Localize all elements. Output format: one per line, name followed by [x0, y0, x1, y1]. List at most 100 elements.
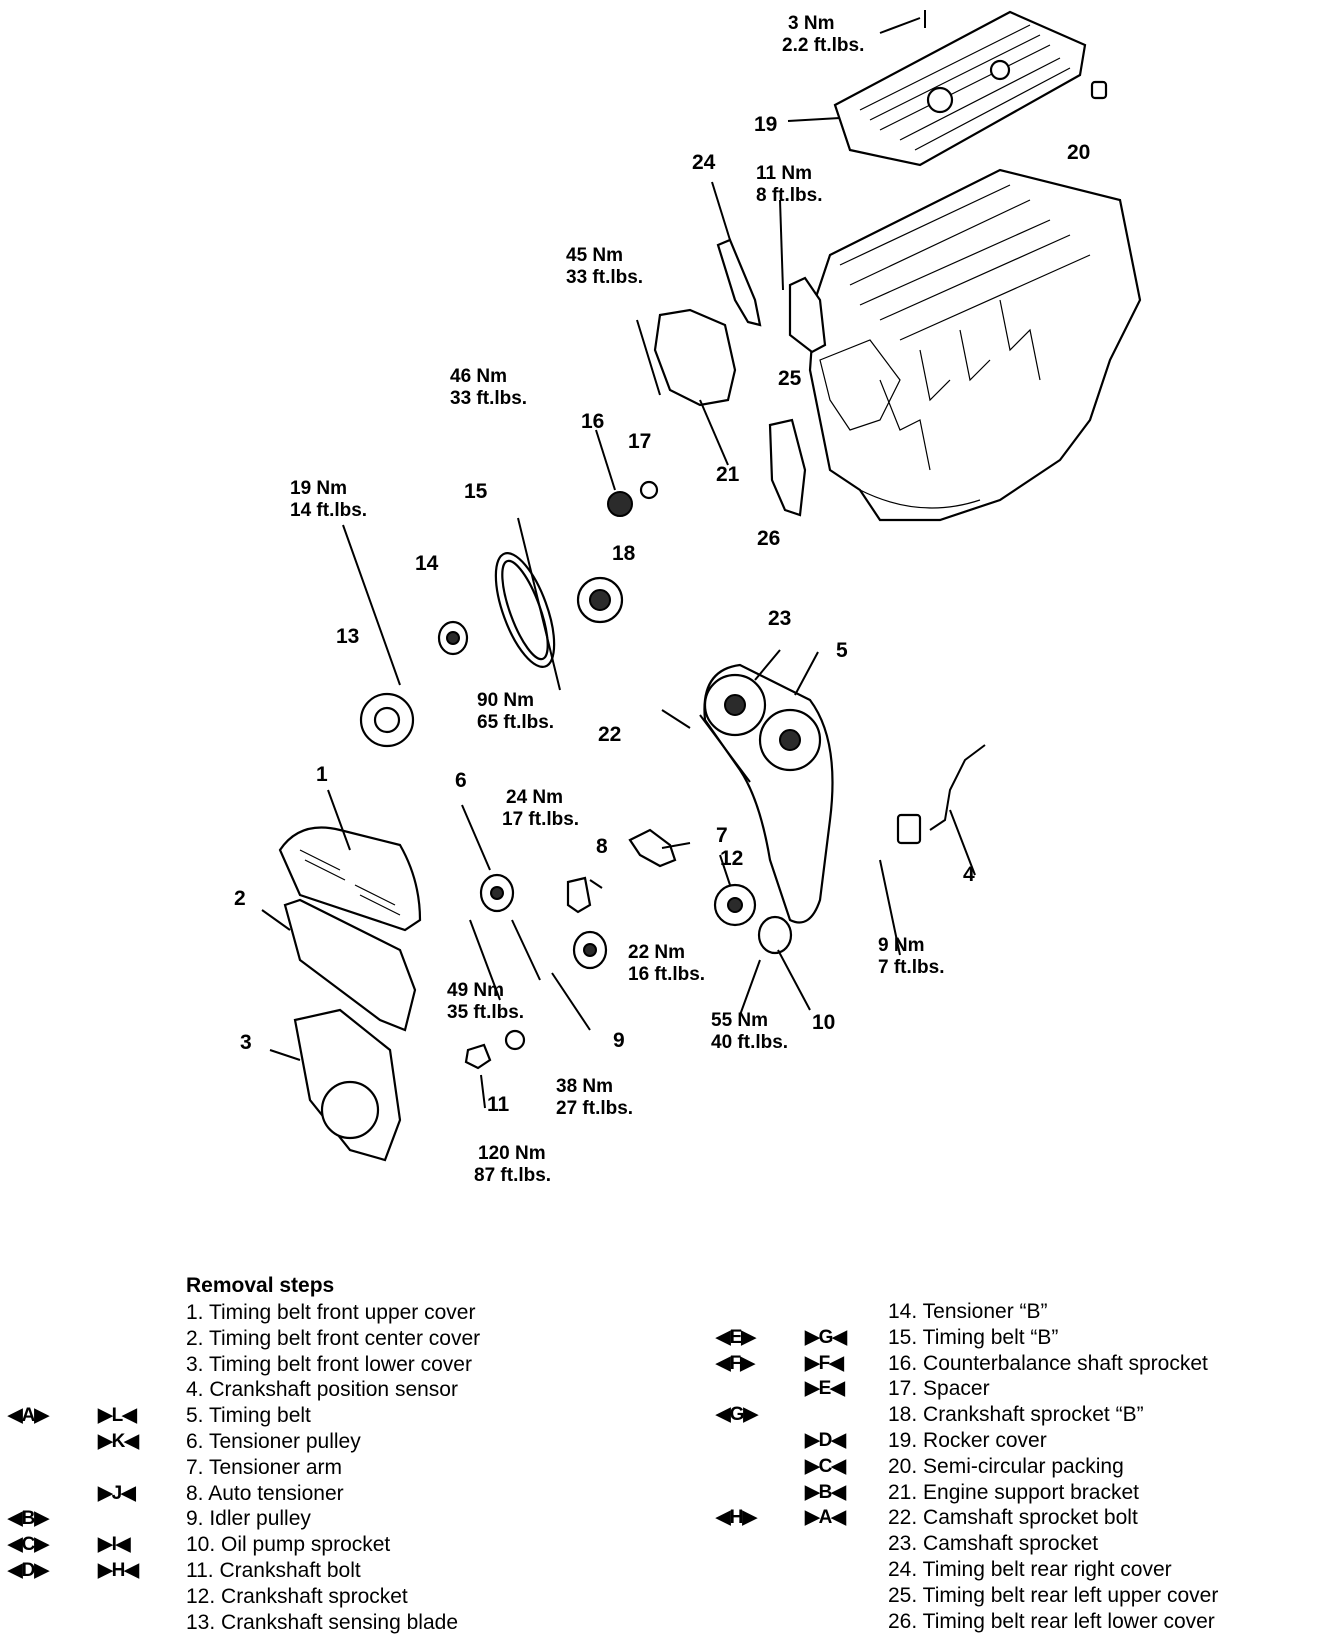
- engine-block-part: [808, 168, 1142, 522]
- removal-code: ▶C◀: [805, 1455, 846, 1477]
- removal-code: ▶L◀: [98, 1405, 137, 1427]
- rocker-cover-part: [833, 10, 1087, 167]
- removal-code: ▶K◀: [98, 1430, 139, 1452]
- removal-step-row: ◀B▶ 9. Idler pulley: [0, 1506, 600, 1532]
- part-label-19: 19: [754, 113, 778, 136]
- installation-code: ◀C▶: [8, 1534, 49, 1556]
- installation-code: ◀B▶: [8, 1508, 49, 1530]
- part-label-2: 2: [234, 887, 246, 910]
- removal-step-text: 8. Auto tensioner: [186, 1481, 344, 1505]
- removal-step-text: 23. Camshaft sprocket: [888, 1532, 1099, 1556]
- removal-step-text: 5. Timing belt: [186, 1404, 311, 1428]
- removal-step-row: 12. Crankshaft sprocket: [0, 1584, 600, 1610]
- removal-code: ▶E◀: [805, 1378, 845, 1400]
- removal-step-text: 19. Rocker cover: [888, 1428, 1047, 1452]
- removal-step-text: 17. Spacer: [888, 1377, 990, 1401]
- part-label-7: 7: [716, 824, 728, 847]
- part-label-10: 10: [812, 1011, 836, 1034]
- part-label-8: 8: [596, 835, 608, 858]
- removal-step-text: 15. Timing belt “B”: [888, 1325, 1059, 1349]
- removal-step-row: ▶B◀ 21. Engine support bracket: [700, 1480, 1340, 1506]
- installation-code: ◀D▶: [8, 1559, 49, 1581]
- part-label-14: 14: [415, 552, 439, 575]
- removal-step-text: 4. Crankshaft position sensor: [186, 1378, 458, 1402]
- part-label-9: 9: [613, 1029, 625, 1052]
- part-label-16: 16: [581, 410, 605, 433]
- removal-code: ▶G◀: [805, 1326, 847, 1348]
- part-label-23: 23: [768, 607, 792, 630]
- removal-code: ▶H◀: [98, 1559, 139, 1581]
- part-label-13: 13: [336, 625, 360, 648]
- part-label-6: 6: [455, 769, 467, 792]
- installation-code: ◀F▶: [716, 1352, 755, 1374]
- removal-step-text: 20. Semi-circular packing: [888, 1454, 1124, 1478]
- removal-step-text: 3. Timing belt front lower cover: [186, 1352, 472, 1376]
- part-label-22: 22: [598, 723, 622, 746]
- removal-steps-title: Removal steps: [186, 1274, 335, 1297]
- removal-code: ▶I◀: [98, 1534, 131, 1556]
- removal-step-row: 1. Timing belt front upper cover: [0, 1300, 600, 1326]
- part-label-17: 17: [628, 430, 652, 453]
- part-label-1: 1: [316, 763, 328, 786]
- removal-step-text: 1. Timing belt front upper cover: [186, 1301, 476, 1324]
- installation-code: ◀E▶: [716, 1326, 756, 1348]
- part-label-12: 12: [720, 847, 744, 870]
- removal-step-row: 23. Camshaft sprocket: [700, 1531, 1340, 1557]
- removal-step-row: ▶D◀19. Rocker cover: [700, 1428, 1340, 1454]
- removal-step-row: 4. Crankshaft position sensor: [0, 1377, 600, 1403]
- part-label-4: 4: [963, 863, 975, 886]
- removal-code: ▶F◀: [805, 1352, 844, 1374]
- removal-step-text: 22. Camshaft sprocket bolt: [888, 1506, 1138, 1530]
- removal-step-row: ◀E▶ ▶G◀ 15. Timing belt “B”: [700, 1325, 1340, 1351]
- removal-step-row: ◀H▶▶A◀22. Camshaft sprocket bolt: [700, 1505, 1340, 1531]
- removal-step-text: 9. Idler pulley: [186, 1507, 311, 1531]
- removal-step-row: 7. Tensioner arm: [0, 1455, 600, 1481]
- installation-code: ◀H▶: [716, 1507, 757, 1529]
- removal-steps-right-list: 14. Tensioner “B” ◀E▶ ▶G◀ 15. Timing belt “…: [700, 1299, 1340, 1634]
- removal-step-row: 24. Timing belt rear right cover: [700, 1557, 1340, 1583]
- part-label-24: 24: [692, 151, 716, 174]
- removal-step-row: ◀C▶▶I◀10. Oil pump sprocket: [0, 1532, 600, 1558]
- removal-step-text: 24. Timing belt rear right cover: [888, 1557, 1172, 1581]
- removal-step-row: 3. Timing belt front lower cover: [0, 1352, 600, 1378]
- removal-step-text: 13. Crankshaft sensing blade: [186, 1610, 459, 1634]
- removal-step-row: ▶K◀6. Tensioner pulley: [0, 1429, 600, 1455]
- removal-code: ▶B◀: [805, 1481, 846, 1503]
- removal-step-text: 7. Tensioner arm: [186, 1455, 343, 1479]
- removal-step-text: 25. Timing belt rear left upper cover: [888, 1583, 1219, 1607]
- removal-step-row: 26. Timing belt rear left lower cover: [700, 1609, 1340, 1635]
- removal-step-row: 25. Timing belt rear left upper cover: [700, 1583, 1340, 1609]
- removal-step-text: 12. Crankshaft sprocket: [186, 1584, 408, 1608]
- removal-step-text: 26. Timing belt rear left lower cover: [888, 1609, 1215, 1633]
- part-label-26: 26: [757, 527, 781, 550]
- installation-code: ◀G▶: [716, 1404, 758, 1426]
- removal-step-text: 16. Counterbalance shaft sprocket: [888, 1351, 1208, 1375]
- removal-step-text: 14. Tensioner “B”: [888, 1300, 1048, 1323]
- removal-step-text: 2. Timing belt front center cover: [186, 1326, 481, 1350]
- removal-step-row: ◀A▶▶L◀5. Timing belt: [0, 1403, 600, 1429]
- removal-step-text: 21. Engine support bracket: [888, 1480, 1139, 1504]
- removal-step-row: ▶J◀8. Auto tensioner: [0, 1481, 600, 1507]
- part-label-11: 11: [487, 1093, 510, 1116]
- part-label-15: 15: [464, 480, 488, 503]
- removal-step-row: ▶C◀ 20. Semi-circular packing: [700, 1454, 1340, 1480]
- part-label-5: 5: [836, 639, 848, 662]
- removal-step-text: 11. Crankshaft bolt: [186, 1558, 361, 1582]
- part-label-25: 25: [778, 367, 802, 390]
- removal-step-row: 2. Timing belt front center cover: [0, 1326, 600, 1352]
- removal-step-row: 14. Tensioner “B”: [700, 1299, 1340, 1325]
- part-label-21: 21: [716, 463, 740, 486]
- removal-step-row: ◀F▶ ▶F◀ 16. Counterbalance shaft sprocket: [700, 1351, 1340, 1377]
